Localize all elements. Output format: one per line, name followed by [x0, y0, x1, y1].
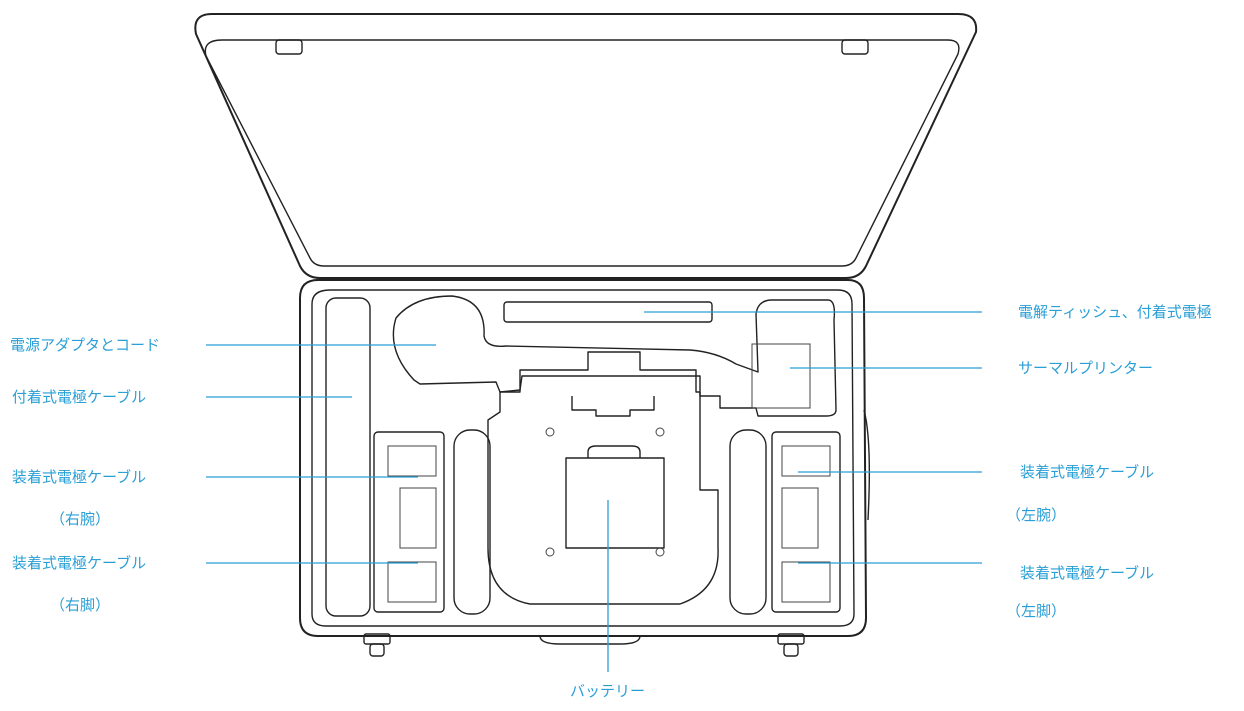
slot-right-narrow	[729, 429, 767, 615]
case-handle	[539, 635, 641, 645]
label-wearable-cable-left-leg: 装着式電極ケーブル	[1020, 564, 1155, 582]
leader-lines	[206, 311, 982, 672]
label-attached-electrode-cable: 付着式電極ケーブル	[12, 388, 147, 406]
slot-adapter-printer	[392, 295, 837, 417]
lid-hinge-right	[841, 39, 869, 55]
slot-left-narrow	[453, 429, 491, 615]
battery-slot	[565, 457, 665, 549]
label-wearable-cable-right-leg: 装着式電極ケーブル	[12, 554, 147, 572]
label-wearable-cable-right-arm: 装着式電極ケーブル	[12, 468, 147, 486]
label-battery: バッテリー	[570, 682, 646, 700]
slot-right-cables	[373, 431, 445, 613]
printer-panel	[751, 343, 811, 409]
latch-left	[363, 633, 391, 657]
slot-left-cables	[771, 431, 841, 613]
label-left-leg-suffix: （左脚）	[1006, 602, 1067, 620]
foam-insert	[325, 295, 841, 617]
label-right-arm-suffix: （右腕）	[50, 510, 111, 528]
label-electrolyte-tissue: 電解ティッシュ、付着式電極	[1018, 303, 1212, 321]
label-left-arm-suffix: （左腕）	[1006, 506, 1067, 524]
label-thermal-printer: サーマルプリンター	[1018, 359, 1154, 377]
case-base	[299, 279, 871, 657]
lid-hinge-left	[275, 39, 303, 55]
latch-right	[777, 633, 805, 657]
label-right-leg-suffix: （右脚）	[50, 596, 111, 614]
label-wearable-cable-left-arm: 装着式電極ケーブル	[1020, 463, 1155, 481]
slot-device-body	[487, 351, 719, 605]
label-power-adapter: 電源アダプタとコード	[10, 336, 161, 354]
case-lid	[194, 13, 978, 279]
slot-attached-cable	[325, 297, 371, 617]
